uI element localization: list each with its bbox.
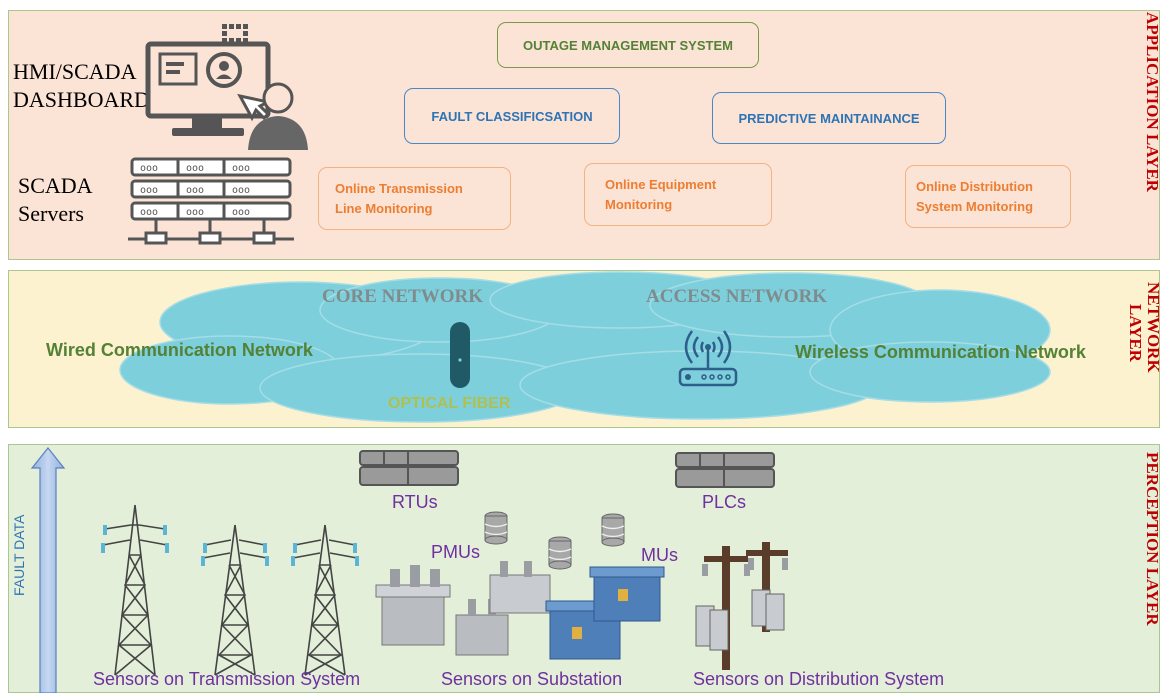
transmission-towers-icon	[101, 504, 359, 676]
pmu-database-icon	[484, 511, 508, 545]
online-transmission-line1: Online Transmission	[335, 180, 463, 196]
online-distribution-line2: System Monitoring	[916, 198, 1034, 214]
svg-text:ooo: ooo	[140, 207, 158, 218]
online-equipment-line2: Monitoring	[605, 196, 673, 212]
core-network-label: CORE NETWORK	[322, 286, 483, 307]
svg-text:ooo: ooo	[186, 163, 204, 174]
rtus-label: RTUs	[392, 492, 438, 512]
access-network-label: ACCESS NETWORK	[646, 286, 828, 307]
plcs-label: PLCs	[702, 492, 747, 512]
fault-data-label: FAULT DATA	[11, 514, 27, 596]
sensors-distribution-label: Sensors on Distribution System	[693, 669, 945, 689]
pmus-label: PMUs	[431, 542, 480, 562]
application-layer-label: APPLICATION LAYER	[1143, 12, 1162, 192]
servers-label-line1: SCADA	[18, 173, 93, 198]
plc-device-icon	[675, 452, 775, 488]
sensors-substation-label: Sensors on Substation	[441, 669, 623, 689]
outage-management-box: OUTAGE MANAGEMENT SYSTEM	[497, 22, 759, 68]
wired-network-label: Wired Communication Network	[46, 340, 313, 360]
fault-classification-box: FAULT CLASSIFICSATION	[404, 88, 620, 144]
sensors-transmission-label: Sensors on Transmission System	[93, 669, 361, 689]
online-equipment-line1: Online Equipment	[605, 176, 717, 192]
svg-text:ooo: ooo	[232, 207, 250, 218]
svg-text:ooo: ooo	[140, 163, 158, 174]
hmi-label-line1: HMI/SCADA	[13, 59, 137, 84]
rtu-device-icon	[359, 450, 459, 486]
wireless-router-icon	[678, 330, 738, 387]
scada-servers-icon: ooo ooo ooo ooo ooo ooo ooo ooo ooo	[128, 157, 294, 245]
network-layer-label: NETWORK LAYER	[1126, 282, 1167, 402]
svg-text:ooo: ooo	[186, 185, 204, 196]
hmi-dashboard-icon	[145, 24, 308, 150]
distribution-poles-icon	[695, 542, 788, 670]
hmi-label-line2: DASHBOARD	[13, 87, 150, 112]
online-transmission-line2: Line Monitoring	[335, 200, 433, 216]
substation-database-icon	[548, 536, 572, 570]
svg-text:ooo: ooo	[232, 185, 250, 196]
optical-fiber-label: OPTICAL FIBER	[388, 395, 511, 412]
network-layer-label-line1: NETWORK	[1144, 282, 1163, 373]
wireless-network-label: Wireless Communication Network	[795, 342, 1086, 362]
online-distribution-line1: Online Distribution	[916, 178, 1033, 194]
svg-text:ooo: ooo	[232, 163, 250, 174]
mu-database-icon	[601, 513, 625, 547]
substation-equipment-icon	[375, 561, 665, 660]
perception-layer-label: PERCEPTION LAYER	[1143, 452, 1162, 626]
fault-data-arrow	[30, 447, 66, 693]
servers-label-line2: Servers	[18, 201, 84, 226]
hmi-scada-label: HMI/SCADA DASHBOARD	[13, 58, 150, 114]
network-layer-label-line2: LAYER	[1126, 304, 1145, 362]
scada-servers-label: SCADA Servers	[18, 172, 93, 228]
svg-text:ooo: ooo	[186, 207, 204, 218]
svg-text:ooo: ooo	[140, 185, 158, 196]
mus-label: MUs	[641, 545, 678, 565]
predictive-maintenance-box: PREDICTIVE MAINTAINANCE	[712, 92, 946, 144]
